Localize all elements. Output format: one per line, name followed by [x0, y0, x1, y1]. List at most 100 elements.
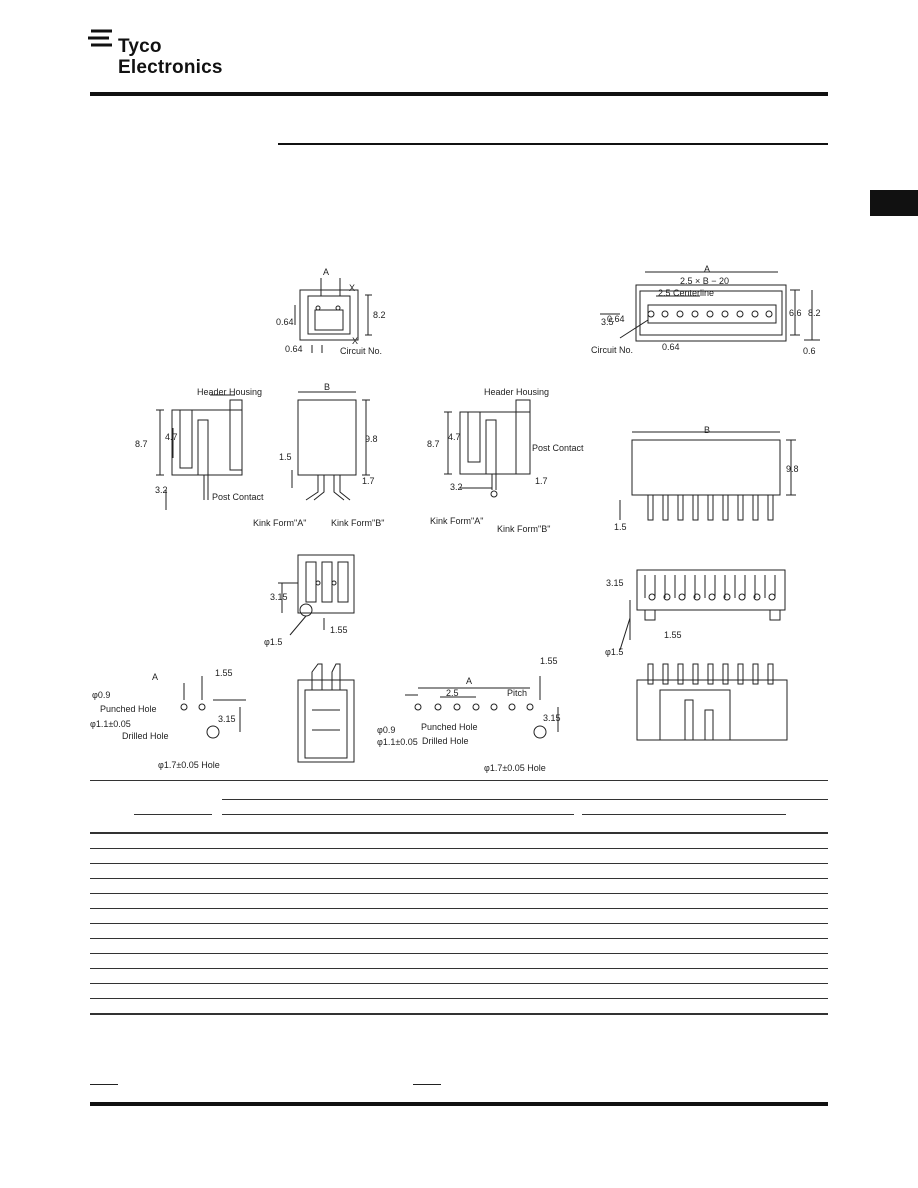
label-circuit-no-front: Circuit No.: [340, 346, 382, 356]
label-dim-b-side: B: [324, 382, 330, 392]
table-row-rule: [90, 938, 828, 939]
label-dim-4-7-right: 4.7: [448, 432, 461, 442]
label-dim-1-7-right: 1.7: [535, 476, 548, 486]
label-dim-3-15-bottom-small: 3.15: [270, 592, 288, 602]
table-row-rule: [90, 863, 828, 864]
footer-mark-left: [90, 1084, 118, 1085]
label-dim-3-2-left: 3.2: [155, 485, 168, 495]
label-dim-x-bottom: X: [352, 336, 358, 346]
table-row-rule: [90, 848, 828, 849]
label-kink-a-side: Kink Form"A": [253, 518, 306, 528]
table-header-bottom: [90, 832, 828, 834]
label-dim-8-2-top: 8.2: [808, 308, 821, 318]
label-drilled-hole-pcb-small: Drilled Hole: [122, 731, 169, 741]
label-hole-09-pcb-small: φ0.9: [92, 690, 110, 700]
label-dim-a-pcb-small: A: [152, 672, 158, 682]
label-dim-1-5-side: 1.5: [279, 452, 292, 462]
label-post-contact-left: Post Contact: [212, 492, 264, 502]
label-kink-b-side: Kink Form"B": [331, 518, 384, 528]
tyco-logo-icon: [88, 29, 112, 47]
label-dim-0-64-top: 0.64: [607, 314, 625, 324]
label-dim-1-5-front: 1.5: [614, 522, 627, 532]
table-row-rule: [90, 878, 828, 879]
label-circuit-no-top: Circuit No.: [591, 345, 633, 355]
label-hole-17-pcb-large: φ1.7±0.05 Hole: [484, 763, 546, 773]
brand-name-line2: Electronics: [118, 57, 223, 78]
table-row-rule: [90, 893, 828, 894]
drawing-side-section-left: [156, 394, 243, 510]
table-subheader-rule-2: [222, 814, 574, 815]
drawing-side-section-right: [444, 399, 531, 498]
label-post-contact-right: Post Contact: [532, 443, 584, 453]
drawing-top-view-large: [600, 271, 820, 342]
footer-rule: [90, 1102, 828, 1106]
label-dim-1-55-bottom-large: 1.55: [664, 630, 682, 640]
specification-table: [90, 780, 828, 1020]
label-kink-a-right: Kink Form"A": [430, 516, 483, 526]
footer-mark-right: [413, 1084, 441, 1085]
label-dim-1-55-pcb-large: 1.55: [540, 656, 558, 666]
drawing-side-view-b: [291, 391, 370, 501]
label-phi-1-5-bottom-large: φ1.5: [605, 647, 623, 657]
drawing-pin-view-large: [636, 663, 788, 741]
label-dim-3-5: 3.5: [601, 317, 614, 327]
label-hole-11-pcb-small: φ1.1±0.05: [90, 719, 131, 729]
label-dim-a-pcb-large: A: [466, 676, 472, 686]
brand-name-line1: Tyco: [118, 36, 162, 57]
label-dim-0-64-top-bottom: 0.64: [662, 342, 680, 352]
label-dim-8-7-left: 8.7: [135, 439, 148, 449]
label-dim-6-6: 6.6: [789, 308, 802, 318]
table-subheader-rule-1: [134, 814, 212, 815]
label-hole-11-pcb-large: φ1.1±0.05: [377, 737, 418, 747]
label-dim-9-8-side: 9.8: [365, 434, 378, 444]
table-row-rule: [90, 968, 828, 969]
label-header-housing-right: Header Housing: [484, 387, 549, 397]
label-dim-x-top: X: [349, 283, 355, 293]
table-subheader-rule-3: [582, 814, 786, 815]
label-dim-0-64-front: 0.64: [276, 317, 294, 327]
label-punched-hole-pcb-large: Punched Hole: [421, 722, 478, 732]
tyco-logo: Tyco Electronics: [88, 24, 248, 84]
label-dim-3-15-pcb-small: 3.15: [218, 714, 236, 724]
label-dim-1-7-side: 1.7: [362, 476, 375, 486]
label-header-housing-left: Header Housing: [197, 387, 262, 397]
table-bottom-rule: [90, 1013, 828, 1015]
label-dim-8-2-front: 8.2: [373, 310, 386, 320]
label-dim-1-55-pcb-small: 1.55: [215, 668, 233, 678]
label-dim-3-2-right: 3.2: [450, 482, 463, 492]
table-row-rule: [90, 923, 828, 924]
drawing-pcb-layout-large: [405, 676, 559, 739]
table-row-rule: [90, 983, 828, 984]
label-dim-3-15-bottom-large: 3.15: [606, 578, 624, 588]
label-punched-hole-pcb-small: Punched Hole: [100, 704, 157, 714]
label-dim-a-front: A: [323, 267, 329, 277]
drawing-bottom-view-large: [619, 569, 786, 651]
section-tab: [870, 190, 918, 216]
label-dim-2-5xb: 2.5 × B − 20: [680, 276, 729, 286]
label-hole-09-pcb-large: φ0.9: [377, 725, 395, 735]
table-rule: [90, 780, 828, 781]
label-pitch-pcb-large: Pitch: [507, 688, 527, 698]
label-phi-1-5-bottom-small: φ1.5: [264, 637, 282, 647]
table-row-rule: [90, 908, 828, 909]
label-dim-0-6: 0.6: [803, 346, 816, 356]
drawing-front-view-large: [619, 431, 796, 521]
drawing-front-view-small: [294, 278, 372, 353]
label-drilled-hole-pcb-large: Drilled Hole: [422, 736, 469, 746]
technical-drawings: A X 8.2 0.64 0.64 X Circuit No. A 2.5 × …: [90, 264, 821, 773]
drawing-pcb-layout-small: [180, 676, 246, 739]
label-dim-0-64-front-bottom: 0.64: [285, 344, 303, 354]
table-row-rule: [90, 998, 828, 999]
label-centerline: 2.5 Centerline: [658, 288, 714, 298]
label-dim-2-5-pcb-large: 2.5: [446, 688, 459, 698]
drawing-bottom-view-small: [278, 554, 355, 636]
label-kink-b-right: Kink Form"B": [497, 524, 550, 534]
table-header-rule: [222, 799, 828, 800]
label-hole-17-pcb-small: φ1.7±0.05 Hole: [158, 760, 220, 770]
title-rule: [278, 143, 828, 145]
label-dim-8-7-right: 8.7: [427, 439, 440, 449]
header-rule: [90, 92, 828, 96]
label-dim-3-15-pcb-large: 3.15: [543, 713, 561, 723]
label-dim-4-7-left: 4.7: [165, 432, 178, 442]
label-dim-1-55-bottom-small: 1.55: [330, 625, 348, 635]
